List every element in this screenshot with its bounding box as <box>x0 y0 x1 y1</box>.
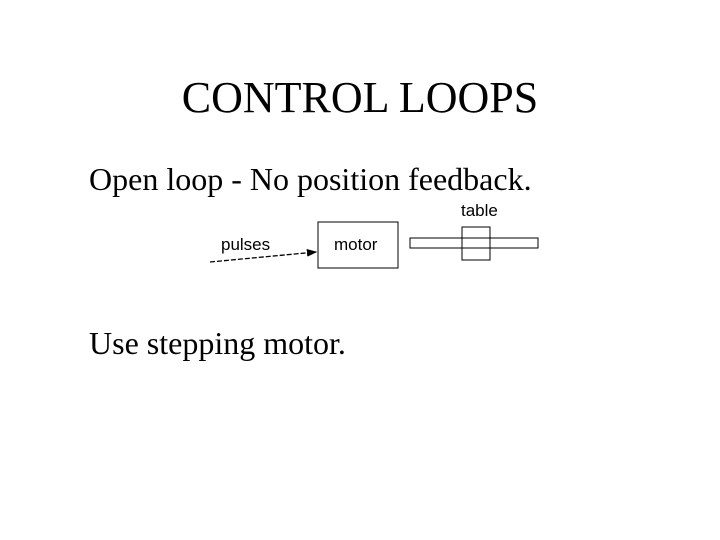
motor-block <box>317 221 399 269</box>
motor-label: motor <box>334 235 378 254</box>
table-carriage <box>461 226 491 261</box>
slide-title: CONTROL LOOPS <box>181 73 539 122</box>
pulses-label: pulses <box>221 235 270 254</box>
bullet-open-loop: Open loop - No position feedback. <box>89 161 532 197</box>
table-label: table <box>461 201 498 220</box>
bullet-stepping-motor: Use stepping motor. <box>89 325 346 361</box>
lead-screw <box>409 237 539 249</box>
pulses-arrow <box>209 248 318 263</box>
